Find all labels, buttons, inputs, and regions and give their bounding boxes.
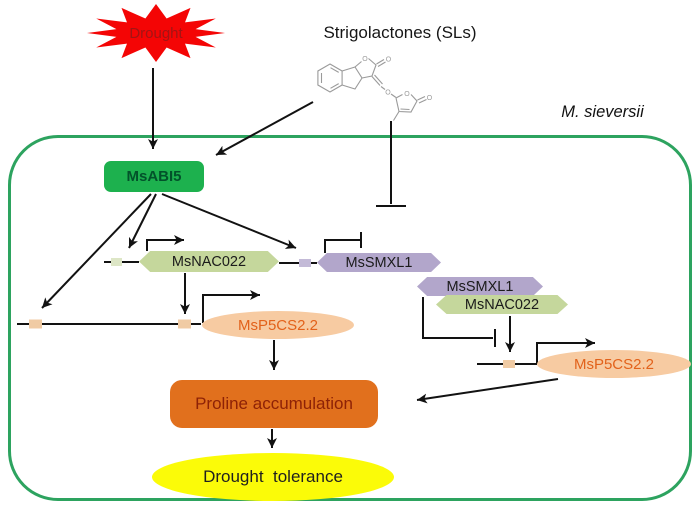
gene-line-msp5cs22-right [477,360,537,368]
organism-label: M. sieversii [561,102,644,121]
transcription-arrow-msp5cs22-right [536,338,595,364]
drought-label: Drought [129,24,183,42]
inhibit-complex-to-msp5cs22 [422,297,496,347]
strigolactones-label: Strigolactones (SLs) [323,23,477,42]
transcription-arrow-msp5cs22-left [202,290,260,323]
strigolactone-structure-icon: O O O O O [317,56,433,121]
node-msp5cs22-left: MsP5CS2.2 [202,311,354,339]
transcription-arrow-msnac022 [146,235,184,251]
node-proline-accumulation: Proline accumulation [170,380,378,428]
gene-line-msp5cs22-left [17,319,201,329]
drought-starburst: Drought [86,2,226,64]
complex-msnac022: MsNAC022 [436,295,568,314]
arrow-msp5cs22-right-to-proline [416,378,559,404]
complex-mssmxl1: MsSMXL1 [417,277,543,296]
arrow-sls-to-msabi5 [215,101,314,156]
node-msp5cs22-right: MsP5CS2.2 [537,350,691,378]
svg-text:O: O [404,91,410,98]
starburst-icon [87,4,225,62]
svg-text:O: O [386,57,392,64]
node-msabi5: MsABI5 [104,161,204,192]
gene-msnac022: MsNAC022 [139,251,279,272]
gene-line-mssmxl1 [279,259,317,267]
arrow-msabi5-to-mssmxl1-promoter [161,193,297,249]
svg-text:O: O [362,56,368,63]
gene-mssmxl1: MsSMXL1 [317,253,441,272]
svg-text:O: O [385,90,391,97]
transcription-inhibited-mssmxl1 [324,232,362,253]
svg-text:O: O [427,95,433,102]
arrow-msabi5-to-msnac022-promoter [128,193,157,249]
cell-boundary-outline [8,135,692,501]
node-drought-tolerance: Drought tolerance [152,453,394,501]
gene-line-msnac022 [104,258,139,266]
drought-tolerance-label: Drought tolerance [203,467,343,486]
inhibit-sls-to-mssmxl1 [376,121,406,207]
arrow-msabi5-to-msp5cs22-promoter [41,193,152,309]
